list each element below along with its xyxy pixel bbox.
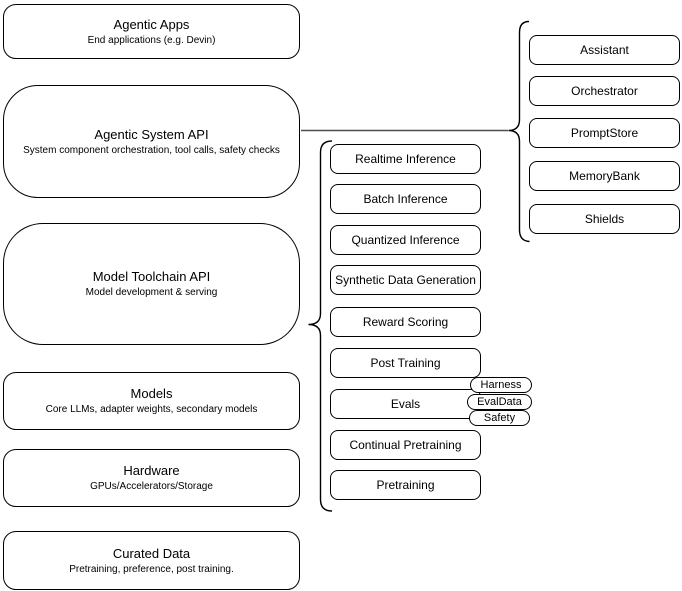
layer-title: Curated Data — [112, 545, 191, 561]
system-components-brace — [508, 20, 530, 243]
eval-tag-evaldata: EvalData — [467, 394, 532, 410]
layer-subtitle: Core LLMs, adapter weights, secondary mo… — [45, 404, 258, 415]
toolchain-item-continual-pretraining: Continual Pretraining — [330, 430, 481, 460]
layer-subtitle: GPUs/Accelerators/Storage — [90, 481, 213, 492]
toolchain-item-batch-inference: Batch Inference — [330, 184, 481, 214]
layer-subtitle: Pretraining, preference, post training. — [69, 563, 234, 575]
toolchain-item-realtime-inference: Realtime Inference — [330, 144, 481, 174]
system-component-shields: Shields — [529, 204, 680, 234]
layer-title: Agentic System API — [94, 126, 209, 142]
toolchain-item-reward-scoring: Reward Scoring — [330, 307, 481, 337]
toolchain-item-evals: Evals — [330, 389, 481, 419]
layer-title: Agentic Apps — [113, 16, 190, 32]
toolchain-item-quantized-inference: Quantized Inference — [330, 225, 481, 255]
system-component-assistant: Assistant — [529, 35, 680, 65]
layer-title: Hardware — [123, 463, 180, 478]
layer-subtitle: End applications (e.g. Devin) — [87, 34, 216, 46]
layer-box-model-toolchain-api: Model Toolchain API Model development & … — [3, 223, 300, 345]
system-component-orchestrator: Orchestrator — [529, 76, 680, 106]
layer-box-curated-data: Curated Data Pretraining, preference, po… — [3, 531, 300, 590]
layer-box-hardware: Hardware GPUs/Accelerators/Storage — [3, 449, 300, 507]
eval-tag-safety: Safety — [469, 410, 530, 426]
eval-tag-harness: Harness — [470, 377, 532, 393]
toolchain-item-synthetic-data-generation: Synthetic Data Generation — [330, 265, 481, 295]
system-component-promptstore: PromptStore — [529, 118, 680, 148]
system-component-memorybank: MemoryBank — [529, 161, 680, 191]
layer-title: Models — [130, 386, 173, 401]
layer-title: Model Toolchain API — [92, 269, 211, 284]
toolchain-item-post-training: Post Training — [330, 348, 481, 378]
layer-box-models: Models Core LLMs, adapter weights, secon… — [3, 372, 300, 430]
layer-subtitle: Model development & serving — [85, 287, 218, 298]
toolchain-item-pretraining: Pretraining — [330, 470, 481, 500]
toolchain-brace — [308, 140, 333, 512]
layer-subtitle: System component orchestration, tool cal… — [23, 144, 280, 156]
layer-box-agentic-system-api: Agentic System API System component orch… — [3, 85, 300, 198]
layer-box-agentic-apps: Agentic Apps End applications (e.g. Devi… — [3, 4, 300, 59]
